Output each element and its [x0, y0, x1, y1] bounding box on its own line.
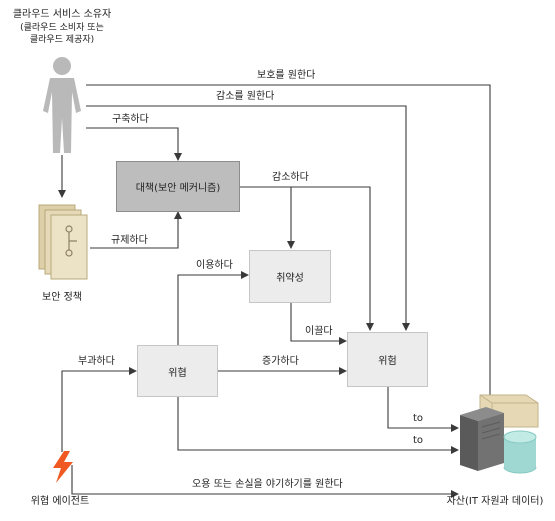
- edge-label-wants-protect: 보호를 원한다: [257, 70, 316, 81]
- policy-label: 보안 정책: [42, 292, 82, 303]
- edge-to-1: [387, 387, 459, 432]
- edge-label-to-2: to: [413, 435, 424, 446]
- edge-exploits: [177, 271, 249, 345]
- lightning-icon: [53, 451, 73, 483]
- document-stack-icon: [38, 204, 88, 280]
- edge-label-to-1: to: [413, 413, 424, 424]
- edge-label-builds: 구축하다: [112, 114, 149, 125]
- edge-reduces: [240, 186, 374, 331]
- threat-label: 위협: [168, 367, 187, 379]
- edge-label-wants-abuse: 오용 또는 손실을 야기하기를 원한다: [192, 479, 343, 490]
- risk-box: 위험: [347, 332, 428, 387]
- edge-builds: [86, 127, 182, 161]
- assets-label: 자산(IT 자원과 데이터): [446, 496, 544, 507]
- countermeasure-label: 대책(보안 메커니즘): [135, 183, 221, 194]
- edge-label-leads-to: 이끌다: [305, 326, 333, 337]
- edge-label-increases: 증가하다: [262, 356, 299, 367]
- threat-box: 위협: [137, 345, 218, 397]
- owner-subtitle-line2: 클라우드 제공자): [29, 35, 95, 45]
- vulnerability-box: 취약성: [249, 250, 331, 303]
- edge-wants-abuse: [71, 465, 459, 498]
- edge-to-2: [177, 397, 459, 454]
- vulnerability-label: 취약성: [276, 273, 304, 284]
- edge-leads-to: [290, 303, 347, 345]
- edge-label-exploits: 이용하다: [196, 260, 233, 271]
- edge-label-reduces: 감소하다: [272, 172, 309, 183]
- countermeasure-box: 대책(보안 메커니즘): [116, 161, 240, 212]
- edge-wants-reduce: [86, 105, 410, 331]
- edge-imposes: [61, 367, 137, 452]
- edge-label-wants-reduce: 감소를 원한다: [216, 91, 275, 102]
- edge-label-imposes: 부과하다: [78, 356, 115, 367]
- server-database-icon: [460, 394, 539, 474]
- edge-wants-protect: [86, 84, 494, 411]
- risk-label: 위험: [378, 356, 397, 367]
- edge-regulates: [90, 211, 182, 249]
- edge-label-regulates: 규제하다: [111, 235, 148, 246]
- owner-subtitle-line1: (클라우드 소비자 또는: [20, 23, 104, 33]
- agent-label: 위협 에이전트: [30, 496, 90, 507]
- owner-title: 클라우드 서비스 소유자: [12, 9, 112, 20]
- person-icon: [43, 57, 81, 153]
